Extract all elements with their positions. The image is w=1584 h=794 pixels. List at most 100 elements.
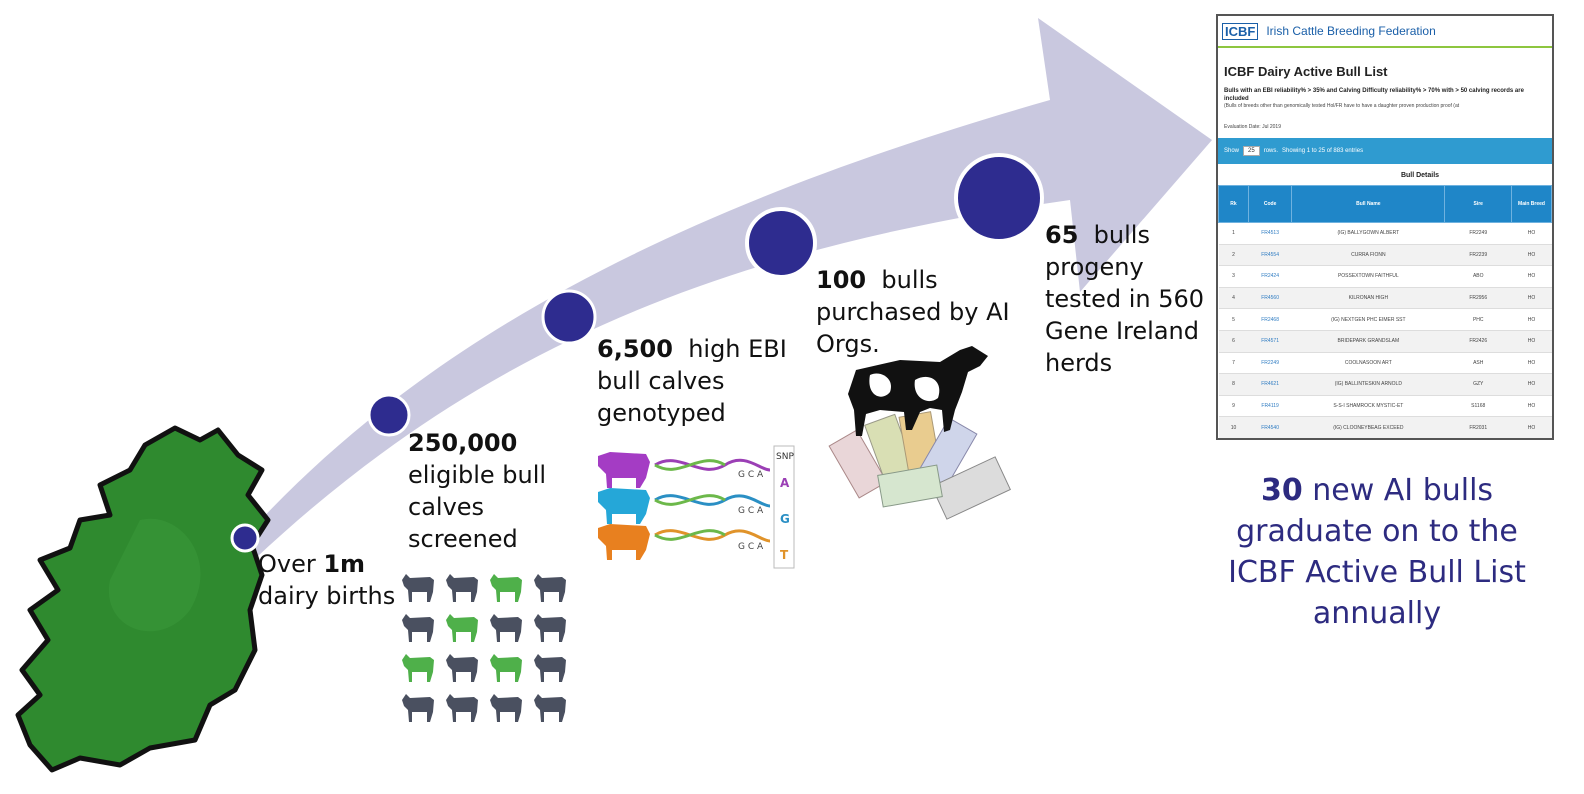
table-cell[interactable]: FR4513 xyxy=(1248,222,1292,245)
stage-label-progeny-tested: 65 bulls progeny tested in 560 Gene Irel… xyxy=(1045,221,1205,377)
table-cell: HO xyxy=(1511,416,1552,438)
pipeline-arrow xyxy=(125,18,1212,695)
note-text: (Bulls of breeds other than genomically … xyxy=(1224,103,1460,109)
table-cell[interactable]: FR2424 xyxy=(1248,265,1292,288)
table-cell[interactable]: FR2249 xyxy=(1248,352,1292,375)
calf-icon xyxy=(402,694,434,722)
table-cell: HO xyxy=(1511,287,1552,310)
calf-grid xyxy=(402,574,566,722)
table-cell: PHC xyxy=(1444,308,1512,331)
base-t-label: T xyxy=(780,548,789,562)
table-cell: 7 xyxy=(1218,352,1249,375)
column-header[interactable]: Rk xyxy=(1218,185,1249,223)
table-cell: GZY xyxy=(1444,373,1512,396)
table-cell: (IG) NEXTGEN PHC EIMER SST xyxy=(1291,308,1445,331)
table-cell[interactable]: FR4554 xyxy=(1248,244,1292,267)
table-cell: 8 xyxy=(1218,373,1249,396)
table-cell[interactable]: FR4571 xyxy=(1248,330,1292,353)
table-cell: (IG) BALLYGOWN ALBERT xyxy=(1291,222,1445,245)
table-cell: CURRA FIONN xyxy=(1291,244,1445,267)
evaluation-date: Evaluation Date: Jul 2019 xyxy=(1224,124,1281,130)
cow-on-money-illustration xyxy=(828,346,1011,520)
calf-icon xyxy=(446,654,478,682)
calf-icon xyxy=(490,574,522,602)
gca-label-2: G C A xyxy=(738,506,764,516)
panel-title: ICBF Dairy Active Bull List xyxy=(1224,64,1388,79)
table-cell: 10 xyxy=(1218,416,1249,438)
gca-label-3: G C A xyxy=(738,542,764,552)
table-cell: S-S-I SHAMROCK MYSTIC-ET xyxy=(1291,395,1445,418)
stage-dot-4 xyxy=(745,207,817,279)
table-cell: 2 xyxy=(1218,244,1249,267)
stage-dots xyxy=(230,153,1044,553)
table-cell: 3 xyxy=(1218,265,1249,288)
stage-dot-2 xyxy=(367,393,411,437)
table-cell[interactable]: FR4560 xyxy=(1248,287,1292,310)
calf-icon xyxy=(446,694,478,722)
column-header[interactable]: Main Breed xyxy=(1511,185,1552,223)
table-cell: FR2239 xyxy=(1444,244,1512,267)
table-cell: HO xyxy=(1511,308,1552,331)
table-cell: FR2249 xyxy=(1444,222,1512,245)
show-label: Show xyxy=(1224,148,1240,154)
base-g-label: G xyxy=(780,512,790,526)
cow-purple-icon xyxy=(598,452,650,488)
cow-blue-icon xyxy=(598,488,650,524)
cow-orange-icon xyxy=(598,524,650,560)
table-cell: HO xyxy=(1511,352,1552,375)
genotyping-graphic: SNP G C A G C A G C A A G T xyxy=(598,445,795,569)
table-cell: ABO xyxy=(1444,265,1512,288)
table-cell: KILRONAN HIGH xyxy=(1291,287,1445,310)
ireland-map xyxy=(15,425,271,773)
calf-icon xyxy=(446,574,478,602)
calf-icon xyxy=(534,654,566,682)
table-cell[interactable]: FR2468 xyxy=(1248,308,1292,331)
table-cell: 4 xyxy=(1218,287,1249,310)
rows-select[interactable]: 25 xyxy=(1243,146,1260,156)
column-header[interactable]: Bull Name xyxy=(1291,185,1446,223)
table-cell: BRIDEPARK GRANDSLAM xyxy=(1291,330,1445,353)
table-cell: FR2031 xyxy=(1444,416,1512,438)
table-cell: POSSEXTOWN FAITHFUL xyxy=(1291,265,1445,288)
calf-icon xyxy=(402,614,434,642)
gca-label-1: G C A xyxy=(738,470,764,480)
table-cell: 6 xyxy=(1218,330,1249,353)
table-cell[interactable]: FR4119 xyxy=(1248,395,1292,418)
calf-icon xyxy=(490,694,522,722)
table-cell: ASH xyxy=(1444,352,1512,375)
table-cell: 9 xyxy=(1218,395,1249,418)
table-cell: FR2956 xyxy=(1444,287,1512,310)
table-cell: 1 xyxy=(1218,222,1249,245)
table-cell[interactable]: FR4621 xyxy=(1248,373,1292,396)
table-controls: Show 25 rows. Showing 1 to 25 of 883 ent… xyxy=(1218,138,1552,164)
table-cell: HO xyxy=(1511,395,1552,418)
column-header[interactable]: Sire xyxy=(1444,185,1513,223)
table-cell: 5 xyxy=(1218,308,1249,331)
calf-icon xyxy=(490,614,522,642)
table-cell[interactable]: FR4540 xyxy=(1248,416,1292,438)
stage-dot-3 xyxy=(541,289,597,345)
column-header[interactable]: Code xyxy=(1247,185,1293,223)
icbf-logo: ICBF xyxy=(1222,22,1259,40)
table-cell: HO xyxy=(1511,222,1552,245)
stage-dot-1 xyxy=(230,523,260,553)
table-cell: HO xyxy=(1511,244,1552,267)
snp-label: SNP xyxy=(776,452,794,462)
table-cell: (IG) BALLINTESKIN ARNOLD xyxy=(1291,373,1445,396)
panel-header: ICBF Irish Cattle Breeding Federation xyxy=(1218,16,1552,48)
base-a-label: A xyxy=(780,476,790,490)
org-name: Irish Cattle Breeding Federation xyxy=(1266,24,1436,38)
table-cell: HO xyxy=(1511,373,1552,396)
